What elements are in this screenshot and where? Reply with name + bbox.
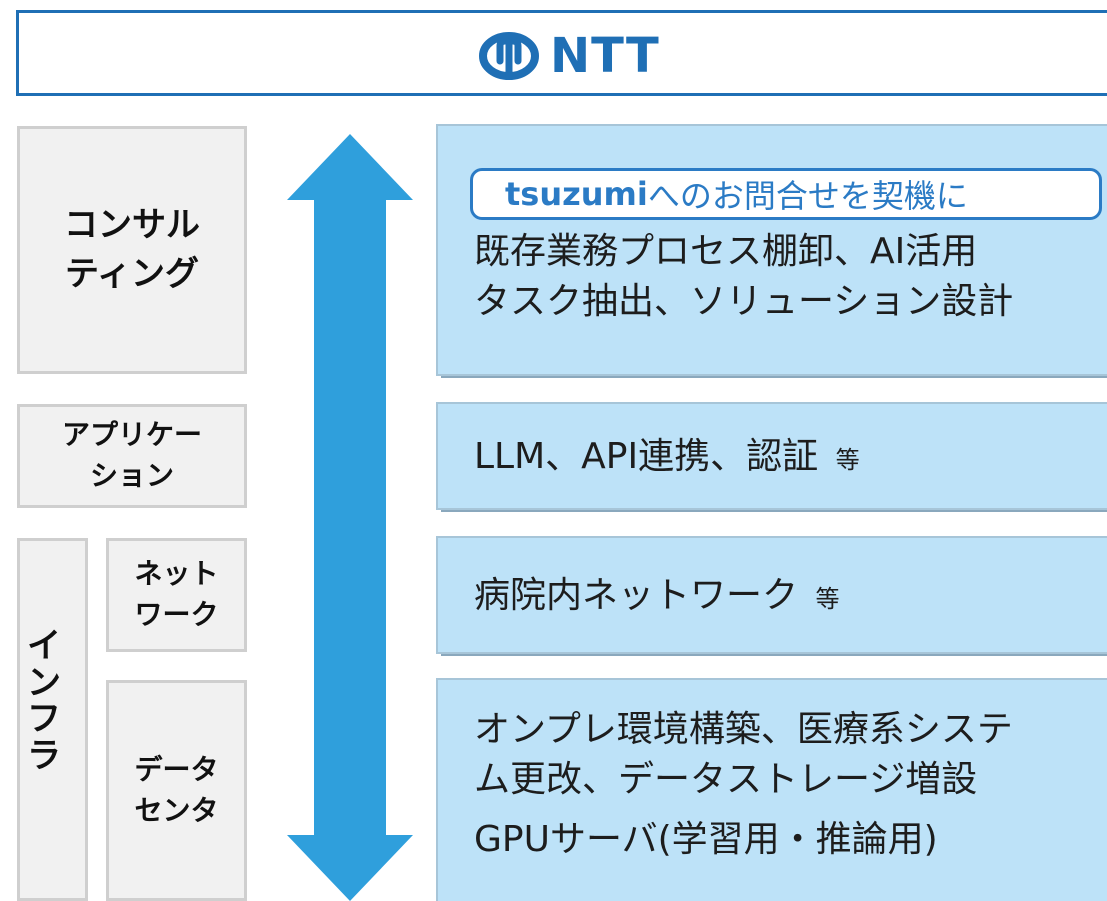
- consulting-line-2: タスク抽出、ソリューション設計: [474, 281, 1014, 322]
- datacenter-line-2: ム更改、データストレージ増設: [474, 759, 978, 800]
- consulting-box: コンサル ティング: [17, 126, 247, 374]
- network-label: ネット ワーク: [134, 557, 219, 631]
- network-panel: 病院内ネットワーク 等: [438, 538, 1107, 652]
- datacenter-line-3: GPUサーバ(学習用・推論用): [474, 819, 938, 860]
- network-panel-text: 病院内ネットワーク 等: [474, 571, 839, 621]
- header-banner: [16, 10, 1107, 96]
- inquiry-tag: tsuzumi へのお問合せを契機に: [470, 168, 1102, 220]
- vertical-double-arrow: [287, 134, 413, 901]
- datacenter-label: データ センタ: [134, 752, 219, 827]
- network-main-text: 病院内ネットワーク: [474, 575, 799, 616]
- application-suffix: 等: [835, 446, 860, 474]
- application-panel-text: LLM、API連携、認証 等: [474, 432, 860, 482]
- infra-label: インフラ: [27, 626, 61, 777]
- application-panel: LLM、API連携、認証 等: [438, 404, 1107, 508]
- datacenter-panel: オンプレ環境構築、医療系システ ム更改、データストレージ増設 GPUサーバ(学習…: [438, 680, 1107, 901]
- ntt-logo-text: NTT: [550, 28, 660, 84]
- ntt-logo: NTT: [476, 30, 660, 82]
- application-main-text: LLM、API連携、認証: [474, 436, 819, 477]
- datacenter-line-1: オンプレ環境構築、医療系システ: [474, 709, 1013, 750]
- tsuzumi-label: tsuzumi: [505, 175, 648, 213]
- consulting-label: コンサル ティング: [64, 204, 200, 294]
- network-suffix: 等: [815, 585, 840, 613]
- network-box: ネット ワーク: [106, 538, 247, 652]
- consulting-panel: 既存業務プロセス棚卸、AI活用 タスク抽出、ソリューション設計: [438, 126, 1107, 374]
- application-label: アプリケー ション: [61, 418, 202, 492]
- ntt-logo-icon: [479, 32, 539, 80]
- inquiry-text: へのお問合せを契機に: [647, 177, 968, 215]
- infra-box: [17, 538, 88, 901]
- application-box: アプリケー ション: [17, 404, 247, 508]
- consulting-line-1: 既存業務プロセス棚卸、AI活用: [474, 231, 978, 272]
- datacenter-box: データ センタ: [106, 680, 247, 901]
